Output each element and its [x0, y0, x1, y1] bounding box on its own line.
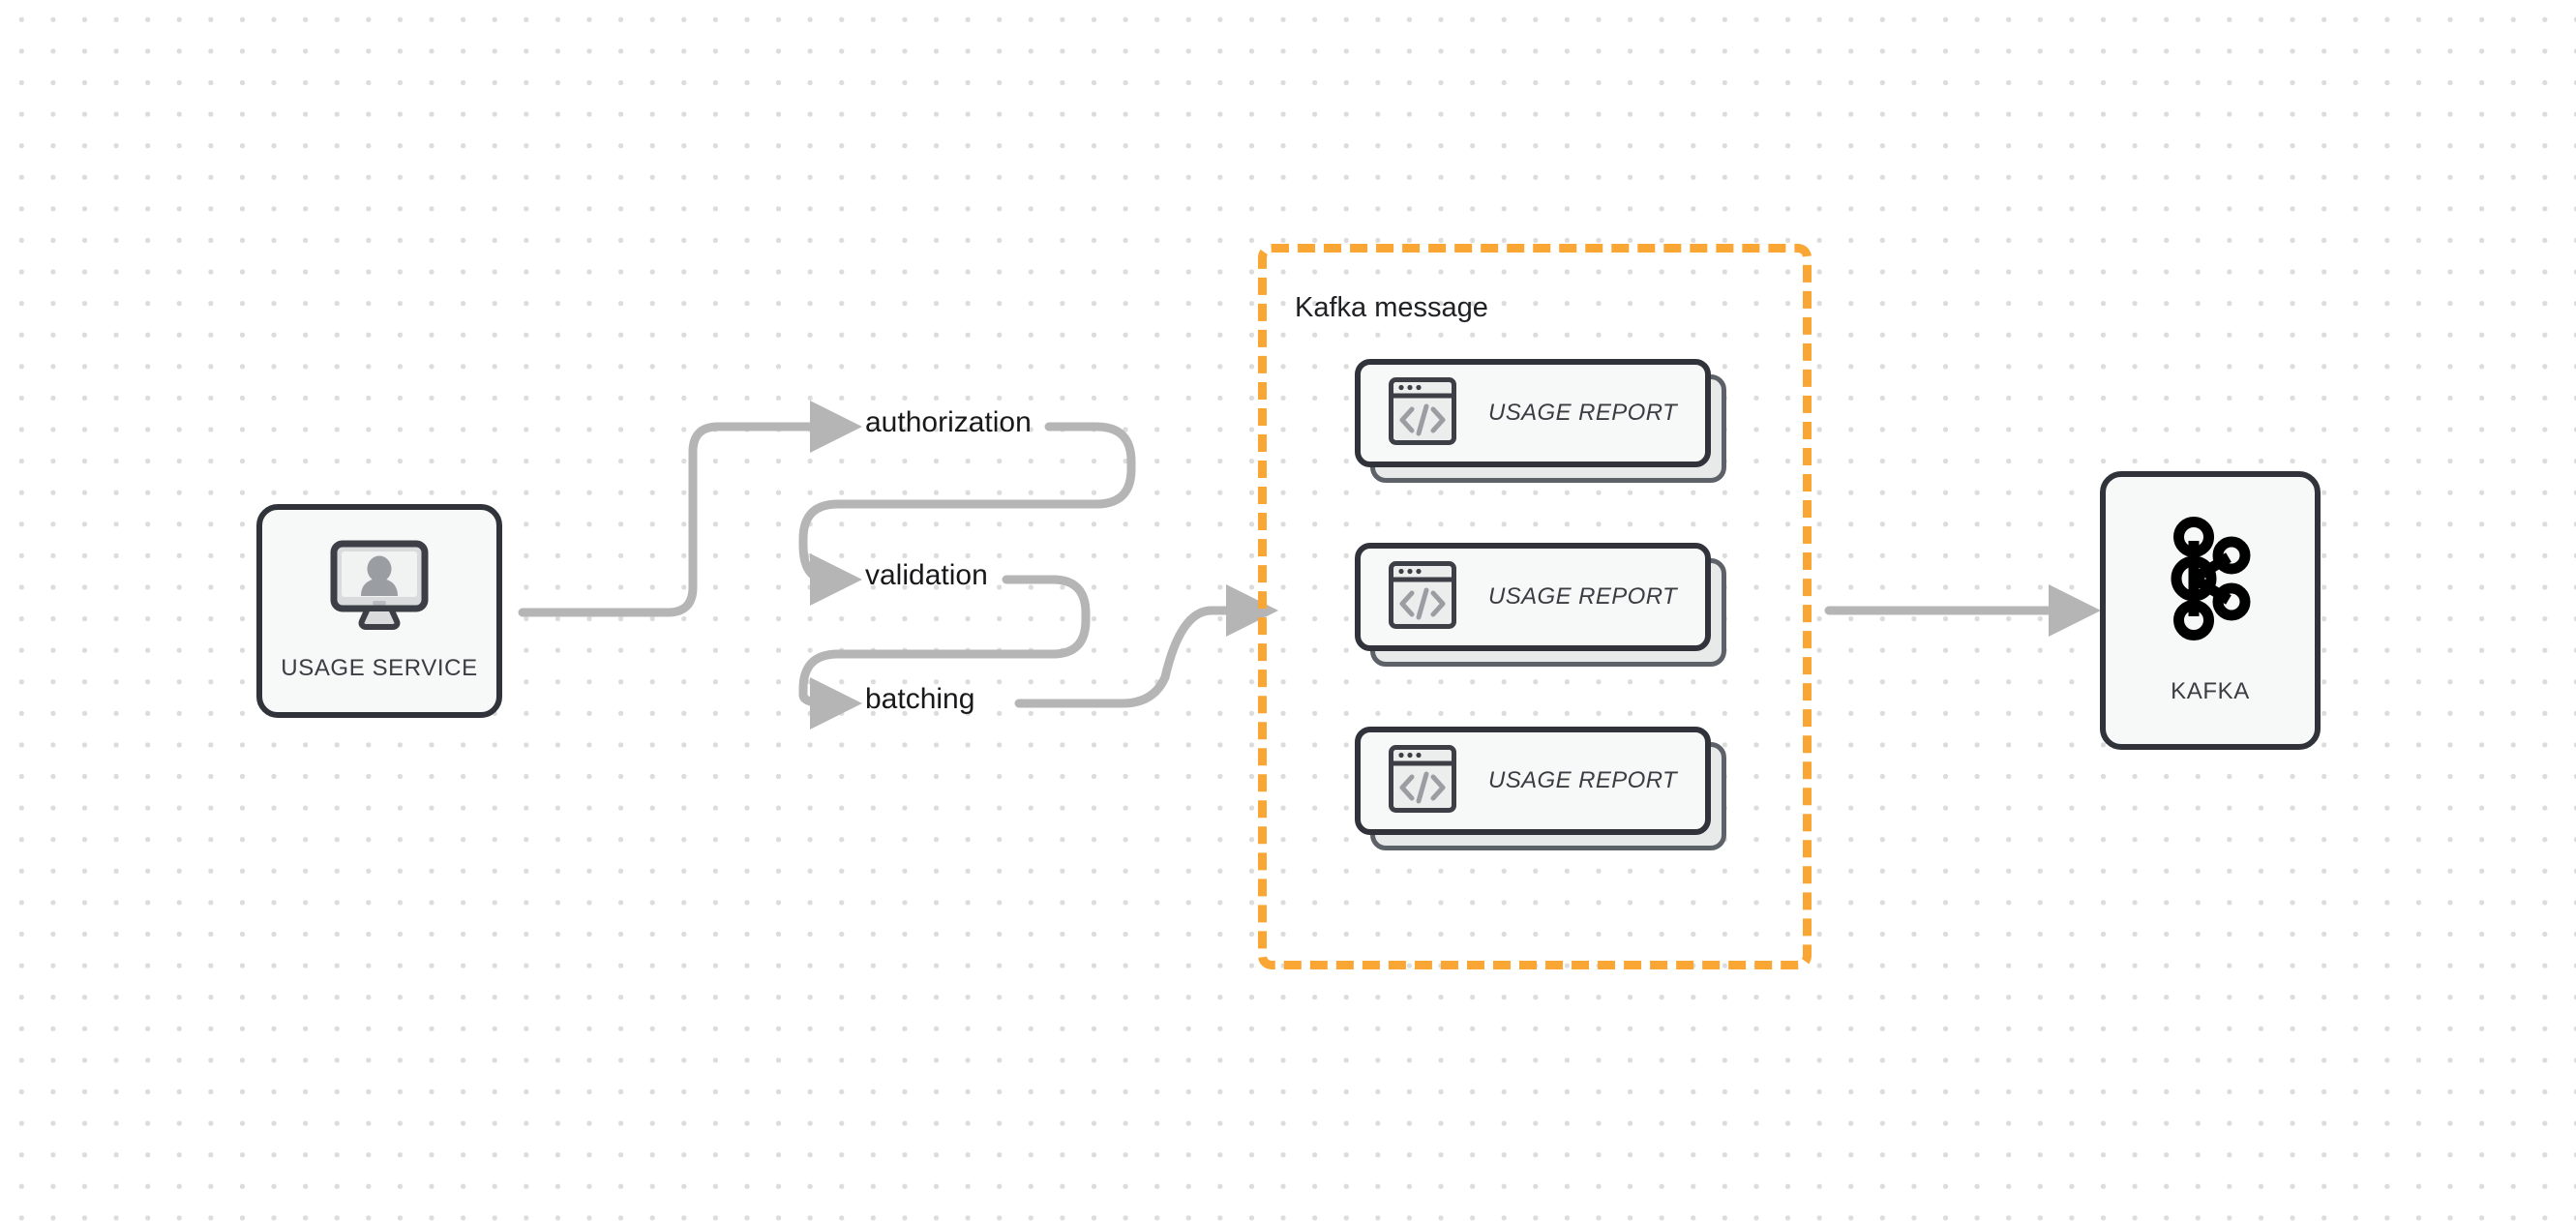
code-window-icon: [1388, 376, 1457, 451]
kafka-message-group: [1258, 244, 1812, 969]
kafka-logo-icon: [2169, 516, 2252, 645]
step-label-validation: validation: [865, 559, 988, 591]
kafka-message-group-title: Kafka message: [1295, 292, 1488, 323]
usage-report-card-label: USAGE REPORT: [1488, 583, 1678, 610]
node-kafka-label: KAFKA: [2171, 677, 2250, 704]
usage-report-card[interactable]: USAGE REPORT: [1355, 543, 1726, 667]
code-window-icon: [1388, 560, 1457, 635]
usage-report-card-label: USAGE REPORT: [1488, 400, 1678, 426]
connector-batching-to-kafka-message: [1014, 584, 1278, 708]
usage-report-card-label: USAGE REPORT: [1488, 767, 1678, 793]
step-label-batching: batching: [865, 683, 975, 715]
usage-report-card[interactable]: USAGE REPORT: [1355, 359, 1726, 483]
connector-usage-service-to-authorization: [518, 401, 862, 617]
monitor-user-icon: [329, 540, 430, 636]
node-usage-service[interactable]: USAGE SERVICE: [256, 504, 502, 718]
node-usage-service-label: USAGE SERVICE: [281, 655, 478, 681]
step-label-authorization: authorization: [865, 406, 1032, 438]
code-window-icon: [1388, 744, 1457, 819]
usage-report-card[interactable]: USAGE REPORT: [1355, 727, 1726, 850]
node-kafka[interactable]: KAFKA: [2100, 471, 2321, 750]
connector-authorization-to-validation: [798, 422, 1136, 606]
